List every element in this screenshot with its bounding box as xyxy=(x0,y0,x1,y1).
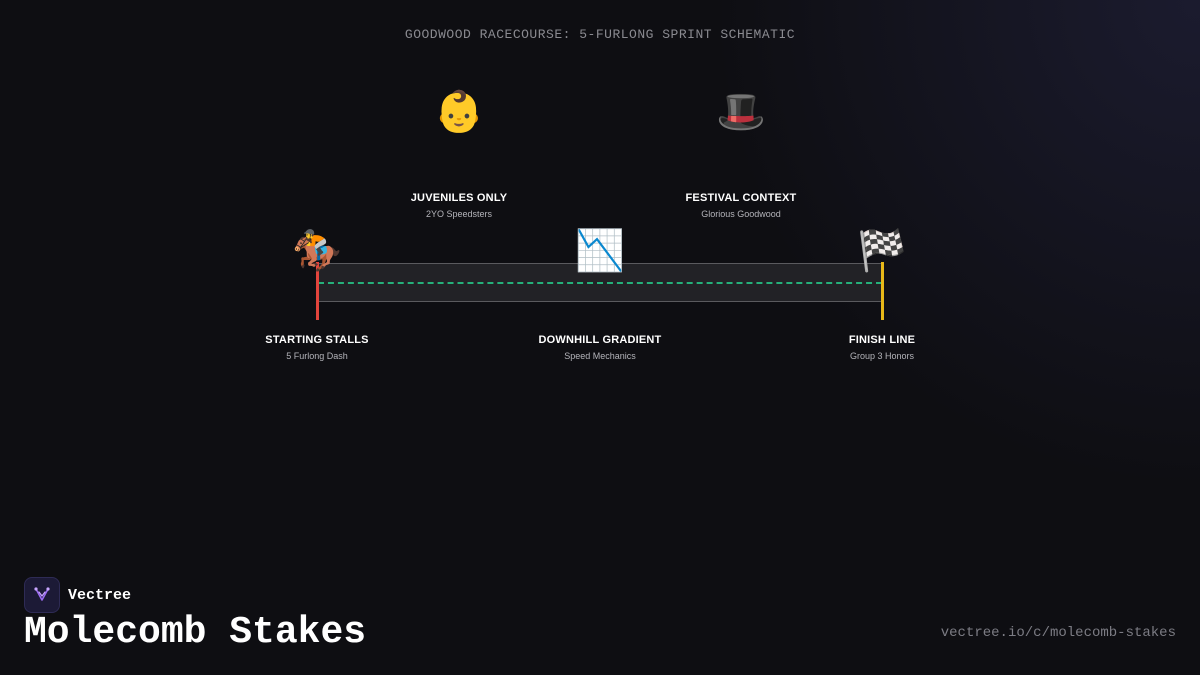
juveniles-node: JUVENILES ONLY 2YO Speedsters xyxy=(349,192,569,219)
brand-name: Vectree xyxy=(68,586,132,604)
finish-subtitle: Group 3 Honors xyxy=(849,351,915,361)
top-hat-icon: 🎩 xyxy=(716,89,766,135)
festival-title: FESTIVAL CONTEXT xyxy=(685,192,797,204)
finish-node: FINISH LINE Group 3 Honors xyxy=(772,334,992,361)
gradient-title: DOWNHILL GRADIENT xyxy=(538,334,662,346)
baby-icon: 👶 xyxy=(434,89,484,135)
festival-node: FESTIVAL CONTEXT Glorious Goodwood xyxy=(631,192,851,219)
gradient-node: DOWNHILL GRADIENT Speed Mechanics xyxy=(490,334,710,361)
juveniles-subtitle: 2YO Speedsters xyxy=(425,209,493,219)
start-title: STARTING STALLS xyxy=(265,334,369,346)
juveniles-title: JUVENILES ONLY xyxy=(410,192,508,204)
schematic-title: GOODWOOD RACECOURSE: 5-FURLONG SPRINT SC… xyxy=(404,27,796,42)
page-url[interactable]: vectree.io/c/molecomb-stakes xyxy=(940,625,1176,641)
start-post xyxy=(316,262,319,320)
festival-subtitle: Glorious Goodwood xyxy=(701,209,781,219)
horse-racing-icon: 🏇 xyxy=(292,228,342,274)
gradient-subtitle: Speed Mechanics xyxy=(564,351,636,361)
finish-title: FINISH LINE xyxy=(848,334,916,346)
start-subtitle: 5 Furlong Dash xyxy=(286,351,348,361)
finish-post xyxy=(881,262,884,320)
track-center-line xyxy=(318,282,882,284)
vectree-logo-icon xyxy=(24,577,60,613)
chequered-flag-icon: 🏁 xyxy=(857,228,907,274)
brand[interactable]: Vectree xyxy=(24,577,131,613)
page-title: Molecomb Stakes xyxy=(24,611,367,654)
race-track xyxy=(318,263,882,302)
start-node: STARTING STALLS 5 Furlong Dash xyxy=(207,334,427,361)
chart-decreasing-icon: 📉 xyxy=(575,228,625,274)
